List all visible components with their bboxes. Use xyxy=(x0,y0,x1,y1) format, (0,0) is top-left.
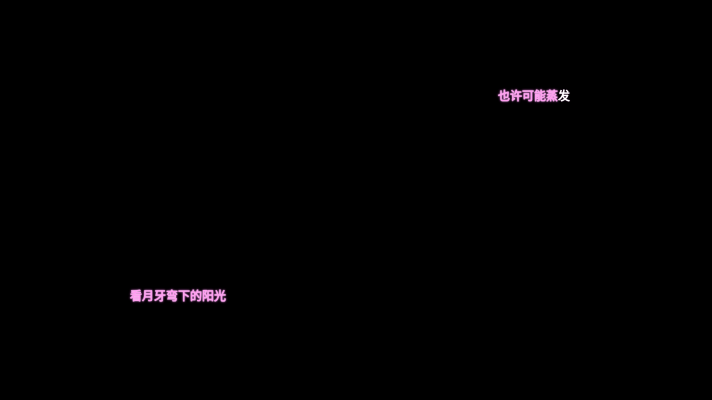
lyric-line-lower: 看月牙弯下的阳光 xyxy=(130,289,226,303)
lyric-upper-unsung-text: 发 xyxy=(558,89,571,103)
lyric-line-upper: 也许可能蒸发 xyxy=(498,89,570,103)
lyric-lower-sung-text: 看月牙弯下的阳光 xyxy=(130,289,227,303)
lyric-upper-sung-text: 也许可能蒸 xyxy=(498,89,559,103)
